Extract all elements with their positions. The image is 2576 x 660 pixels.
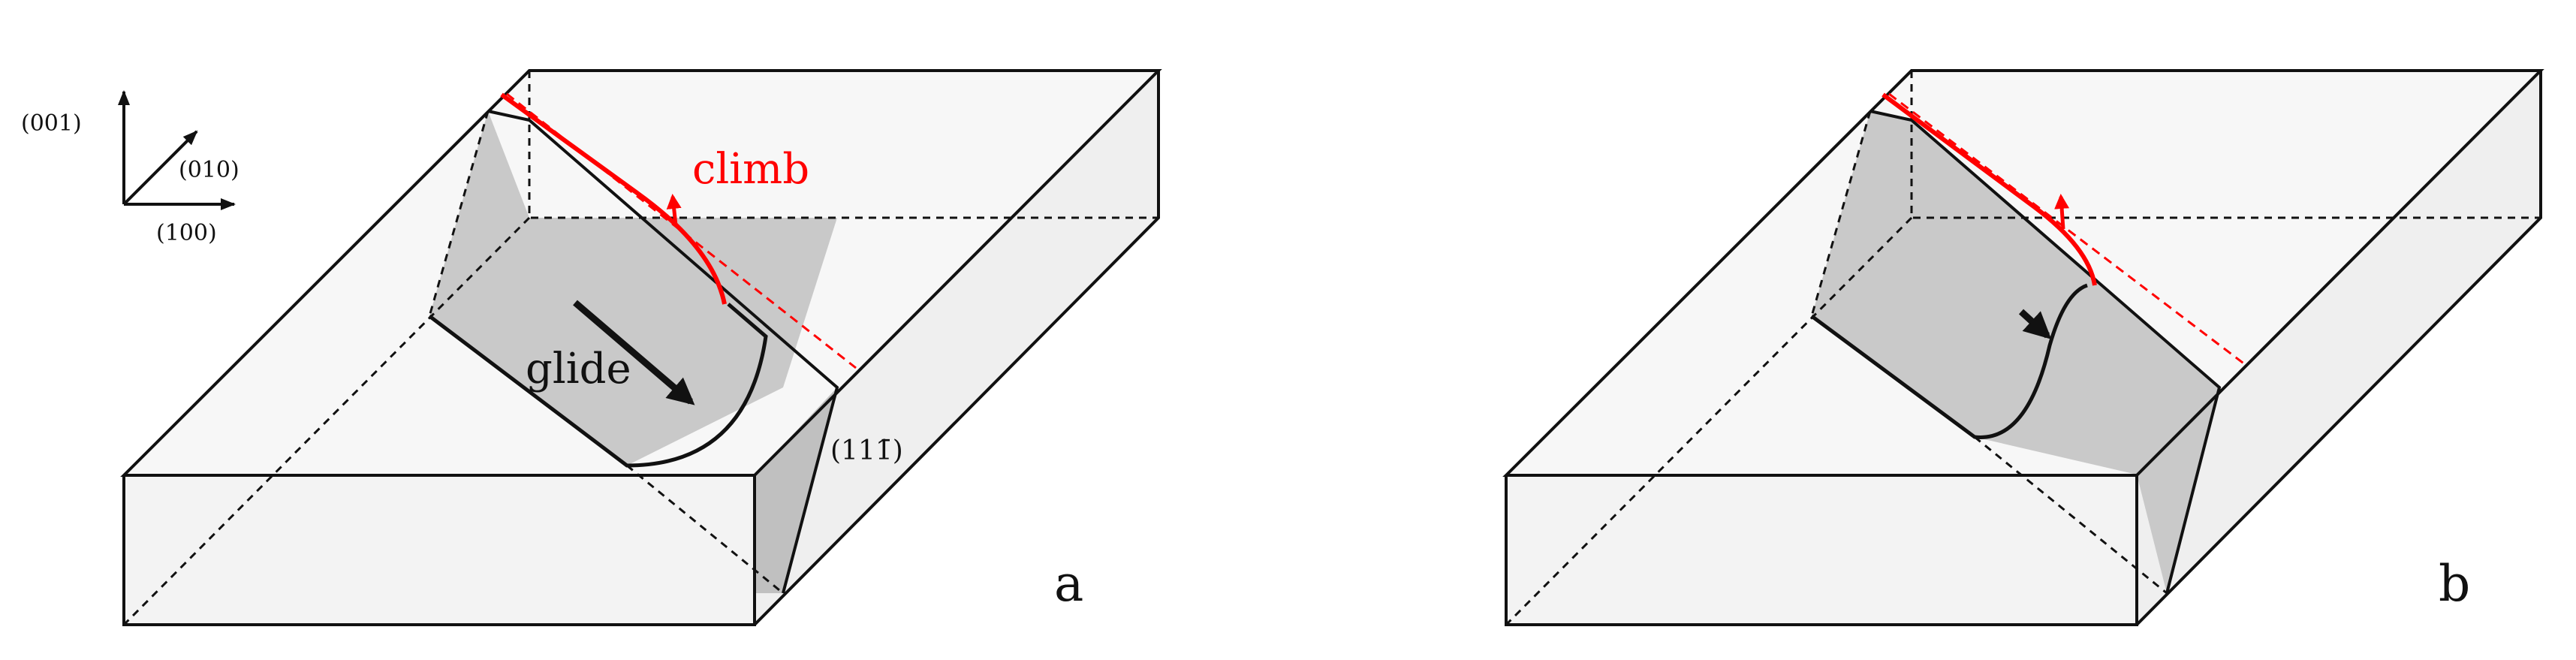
box-front-face [1506, 475, 2137, 625]
y-axis-label: (010) [179, 157, 240, 183]
box-right-face [755, 71, 1158, 625]
climb-arrow [666, 194, 682, 226]
climb-arrow [2054, 194, 2070, 230]
axes-triad: (001) (010) (100) [21, 90, 240, 246]
slip-plane [1812, 111, 2219, 593]
dislocation-line [428, 303, 768, 468]
box-right-face [2137, 71, 2541, 625]
panel-b: b [1502, 69, 2544, 626]
dislocation-line [1810, 283, 2088, 439]
climb-solid-line [500, 92, 727, 305]
slip-plane-side [755, 387, 837, 593]
climb-label: climb [692, 145, 809, 194]
glide-arrow [2018, 309, 2052, 339]
panel-b-label: b [2439, 555, 2470, 613]
glide-label: glide [526, 345, 631, 393]
climb-solid-line [1882, 92, 2097, 286]
plane-label: (111̄) [830, 435, 903, 466]
z-axis-label: (001) [21, 110, 82, 137]
panel-a-label: a [1054, 555, 1083, 613]
x-axis-label: (100) [156, 220, 217, 246]
panel-a: climb glide (111̄) a [120, 69, 1162, 626]
glide-arrow [573, 300, 695, 405]
slip-plane [429, 111, 837, 466]
y-axis [122, 130, 198, 206]
box-hidden-edges [122, 71, 1158, 626]
box-front-face [124, 475, 755, 625]
box-hidden-edges [1505, 71, 2541, 626]
